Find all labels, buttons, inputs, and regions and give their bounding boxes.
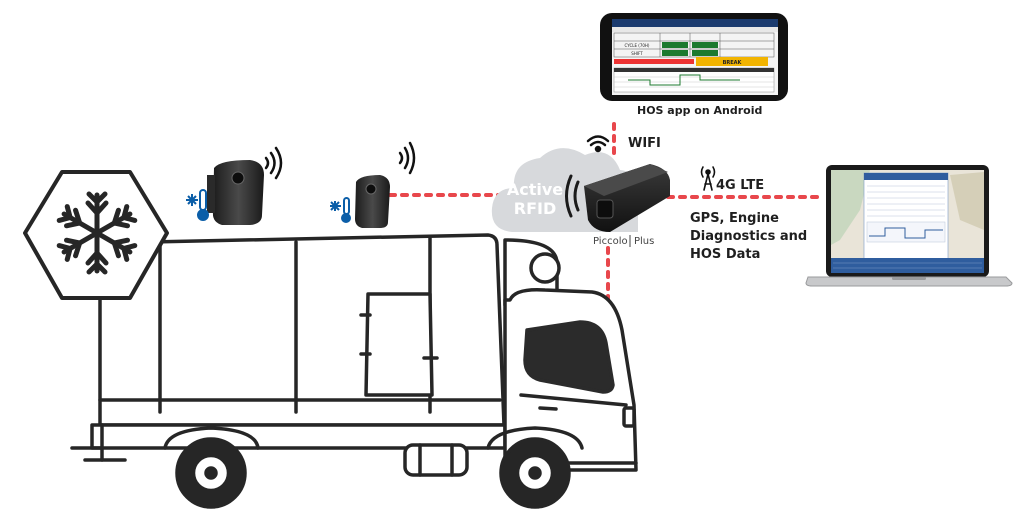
phone-row-cycle: CYCLE (70H) [625, 43, 650, 48]
cloud-label-line2: RFID [514, 199, 556, 218]
lte-label: 4G LTE [716, 178, 765, 193]
phone-status-break: BREAK [723, 60, 743, 66]
rfid-temperature-sensor-1 [186, 146, 283, 225]
hos-app-label: HOS app on Android [637, 104, 763, 117]
headlight [622, 406, 636, 428]
wifi-icon [586, 135, 610, 153]
reefer-snowflake-badge [23, 170, 169, 300]
cargo-door [364, 292, 434, 397]
cloud-label-line1: Active [507, 180, 563, 199]
refrigerated-truck [70, 233, 638, 509]
reefer-fan [529, 252, 561, 284]
fuel-tank [403, 443, 469, 477]
cab-door-handle [538, 406, 558, 411]
rfid-temperature-sensor-2 [330, 141, 416, 228]
snowflake-icon [59, 191, 136, 272]
rear-wheel [175, 437, 247, 509]
phone-row-shift: SHIFT [631, 51, 643, 56]
device-name-label: Piccolo [593, 236, 628, 247]
cab-door-line [519, 393, 628, 407]
device-suffix-label: Plus [634, 236, 654, 247]
front-wheel [499, 437, 571, 509]
rear-wheel-arch [163, 426, 260, 450]
cab-window [523, 320, 615, 394]
laptop-dashboard [805, 165, 1013, 287]
signal-waves-icon [565, 174, 580, 218]
wifi-label: WIFI [628, 136, 661, 151]
thermometer-icon [186, 189, 209, 221]
signal-waves-icon [398, 141, 416, 175]
piccolo-plus-device: Piccolo Plus [584, 164, 670, 247]
front-wheel-arch [486, 426, 584, 450]
cell-tower-icon [700, 166, 716, 191]
signal-waves-icon [264, 146, 283, 180]
thermometer-icon [330, 197, 351, 223]
android-phone: CYCLE (70H) SHIFT BREAK [600, 13, 788, 101]
gps-engine-hos-data-label: GPS, Engine Diagnostics and HOS Data [690, 211, 808, 262]
